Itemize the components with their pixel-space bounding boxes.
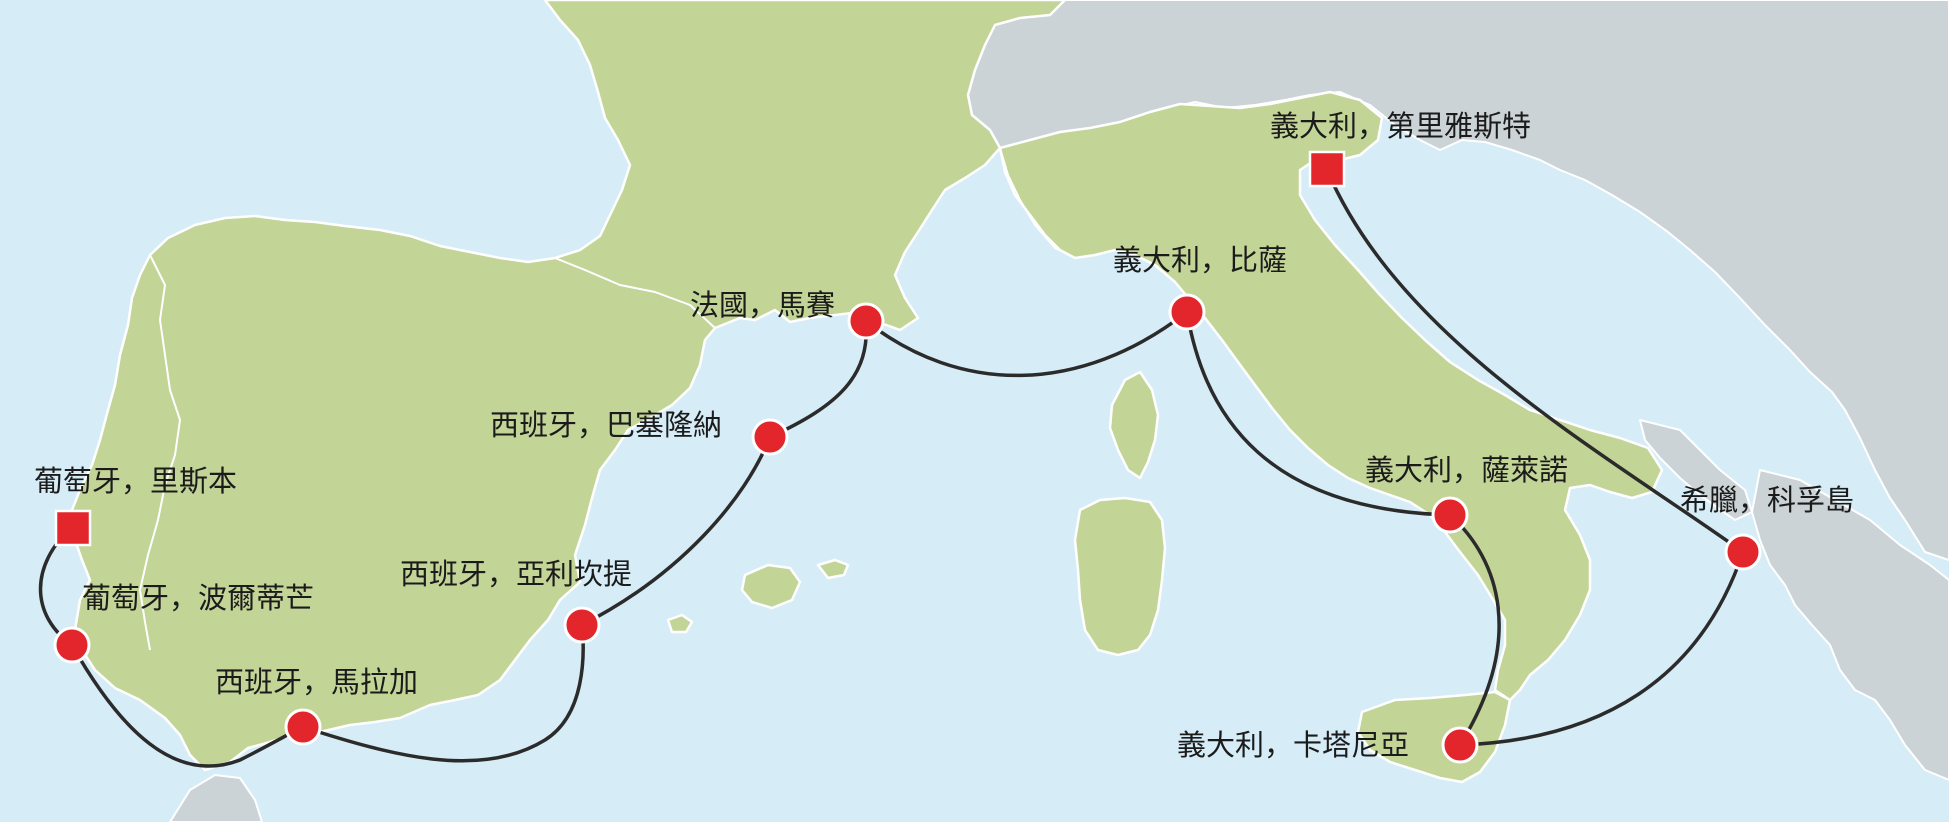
port-label-barcelona: 西班牙，巴塞隆納 — [490, 408, 722, 442]
port-label-portimao: 葡萄牙，波爾蒂芒 — [82, 581, 314, 615]
route-malaga-alicante — [301, 623, 585, 763]
border-spain-france — [554, 257, 716, 329]
port-marker-alicante[interactable] — [563, 606, 601, 644]
route-marseille-pisa — [864, 310, 1189, 378]
port-marker-trieste[interactable] — [1308, 150, 1346, 188]
route-alicante-barcelona — [580, 435, 772, 627]
land-italy — [998, 90, 1664, 702]
route-pisa-salerno — [1185, 310, 1452, 517]
land-morocco — [169, 774, 263, 822]
port-label-alicante: 西班牙，亞利坎提 — [400, 557, 632, 591]
route-portimao-malaga — [70, 643, 305, 768]
port-marker-marseille[interactable] — [847, 302, 885, 340]
route-catania-corfu — [1458, 550, 1745, 747]
port-marker-catania[interactable] — [1441, 726, 1479, 764]
land-mallorca — [740, 563, 802, 610]
port-label-catania: 義大利，卡塔尼亞 — [1177, 728, 1409, 762]
route-salerno-catania — [1448, 513, 1501, 747]
port-markers — [53, 150, 1762, 764]
port-marker-corfu[interactable] — [1724, 533, 1762, 571]
land-menorca — [816, 558, 850, 580]
route-corfu-trieste — [1325, 168, 1745, 554]
port-label-trieste: 義大利，第里雅斯特 — [1270, 109, 1531, 143]
port-marker-lisbon[interactable] — [54, 509, 92, 547]
land-ibiza — [666, 613, 694, 634]
land-corsica — [1108, 370, 1160, 480]
port-label-pisa: 義大利，比薩 — [1113, 243, 1287, 277]
port-label-malaga: 西班牙，馬拉加 — [215, 665, 418, 699]
port-labels: 葡萄牙，里斯本 葡萄牙，波爾蒂芒 西班牙，馬拉加 西班牙，亞利坎提 西班牙，巴塞… — [34, 109, 1854, 762]
route-lines — [38, 168, 1745, 768]
port-label-lisbon: 葡萄牙，里斯本 — [34, 464, 237, 498]
port-label-corfu: 希臘，科孚島 — [1680, 483, 1854, 517]
port-marker-salerno[interactable] — [1431, 496, 1469, 534]
port-label-salerno: 義大利，薩萊諾 — [1365, 453, 1568, 487]
land-albania-coast — [1639, 419, 1753, 521]
port-marker-portimao[interactable] — [53, 626, 91, 664]
land-greece — [1751, 469, 1949, 781]
land-sardinia — [1073, 496, 1167, 657]
land-sicily — [1356, 690, 1512, 784]
border-spain-portugal — [139, 254, 181, 651]
port-marker-barcelona[interactable] — [751, 418, 789, 456]
port-label-marseille: 法國，馬賽 — [690, 288, 835, 322]
port-marker-pisa[interactable] — [1168, 293, 1206, 331]
border-france-italy — [999, 147, 1076, 259]
port-marker-malaga[interactable] — [284, 708, 322, 746]
